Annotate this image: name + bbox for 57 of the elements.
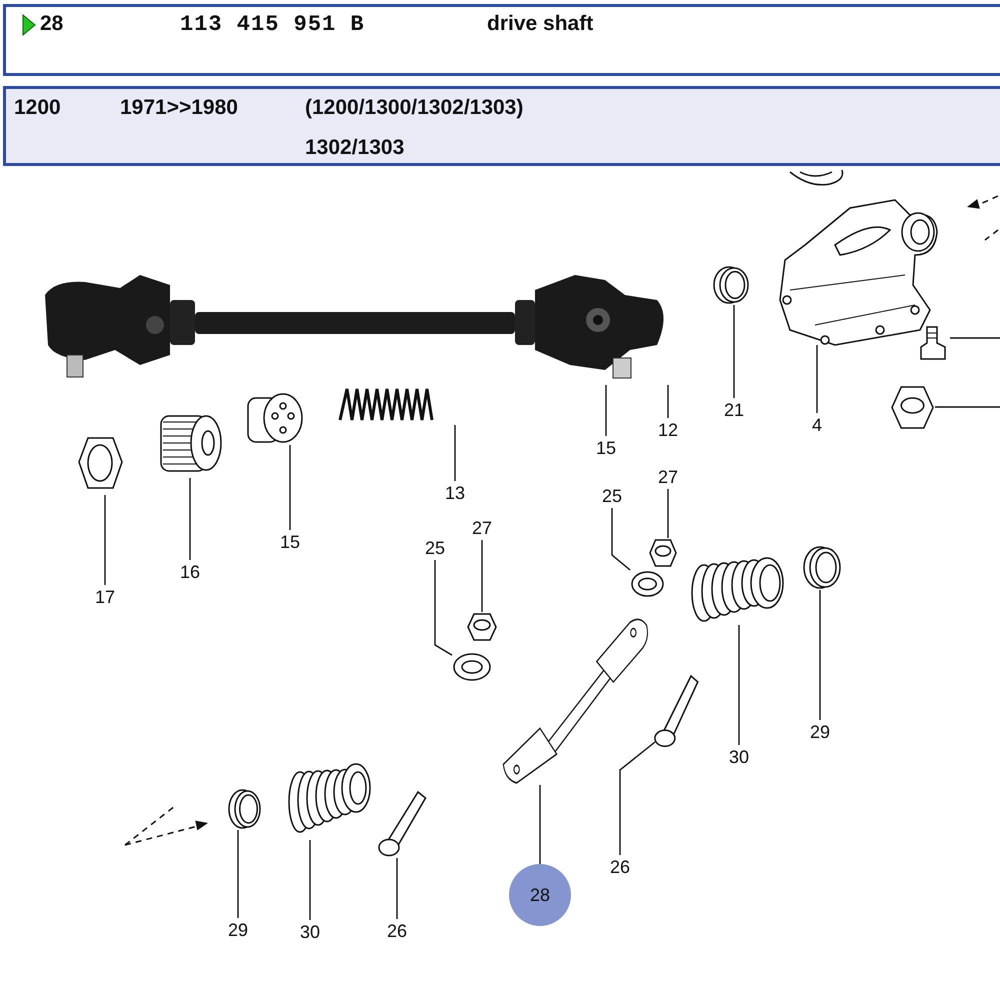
bolt-drawing — [655, 672, 700, 750]
callout-number: 17 — [88, 585, 122, 609]
nut-drawing — [466, 612, 498, 642]
callout-number: 27 — [651, 465, 685, 489]
callout-number: 21 — [717, 398, 751, 422]
model-list: (1200/1300/1302/1303) — [305, 96, 524, 120]
leader-line — [396, 858, 398, 919]
leader-line — [819, 590, 821, 720]
leader-line — [667, 385, 669, 418]
leader-line — [481, 540, 483, 612]
leader-line — [816, 345, 818, 413]
callout-number: 16 — [173, 560, 207, 584]
leader-line — [605, 385, 607, 436]
leader-line — [454, 425, 456, 481]
leader-line — [309, 840, 311, 920]
leader-line — [738, 625, 740, 745]
callout-number: 12 — [651, 418, 685, 442]
leader-line — [611, 508, 631, 571]
callout-number: 30 — [293, 920, 327, 944]
bolt-drawing — [378, 788, 428, 858]
leader-line — [289, 445, 291, 530]
callout-number: 4 — [800, 413, 834, 437]
callout-number: 25 — [418, 536, 452, 560]
item-number: 28 — [40, 12, 64, 36]
callout-number: 26 — [603, 855, 637, 879]
engine-size: 1200 — [14, 96, 61, 120]
callout-number: 29 — [803, 720, 837, 744]
washer-drawing — [452, 652, 492, 682]
leader-line — [539, 785, 541, 864]
callout-number: 15 — [273, 530, 307, 554]
nut-drawing — [648, 538, 678, 568]
part-number: 113 415 951 B — [180, 12, 365, 37]
leader-line — [434, 560, 452, 656]
callout-number: 29 — [221, 918, 255, 942]
callout-number: 28 — [509, 864, 571, 926]
leader-line — [237, 830, 239, 918]
leader-line — [667, 489, 669, 538]
callout-number: 26 — [380, 919, 414, 943]
leader-line — [189, 478, 191, 560]
callout-number: 25 — [595, 484, 629, 508]
leader-line — [619, 741, 656, 855]
model-list: 1302/1303 — [305, 136, 404, 160]
callout-number: 30 — [722, 745, 756, 769]
year-range: 1971>>1980 — [120, 96, 238, 120]
leader-line — [950, 337, 1000, 339]
nut-drawing — [890, 385, 935, 430]
leader-line — [733, 305, 735, 398]
ring-drawing — [803, 545, 843, 590]
part-description: drive shaft — [487, 12, 594, 36]
callout-number: 27 — [465, 516, 499, 540]
leader-line — [935, 406, 1000, 408]
leader-line — [104, 495, 106, 585]
callout-number: 13 — [438, 481, 472, 505]
ring-drawing — [228, 788, 263, 830]
callout-number: 15 — [589, 436, 623, 460]
ring-drawing — [713, 265, 751, 305]
washer-drawing — [630, 570, 665, 598]
